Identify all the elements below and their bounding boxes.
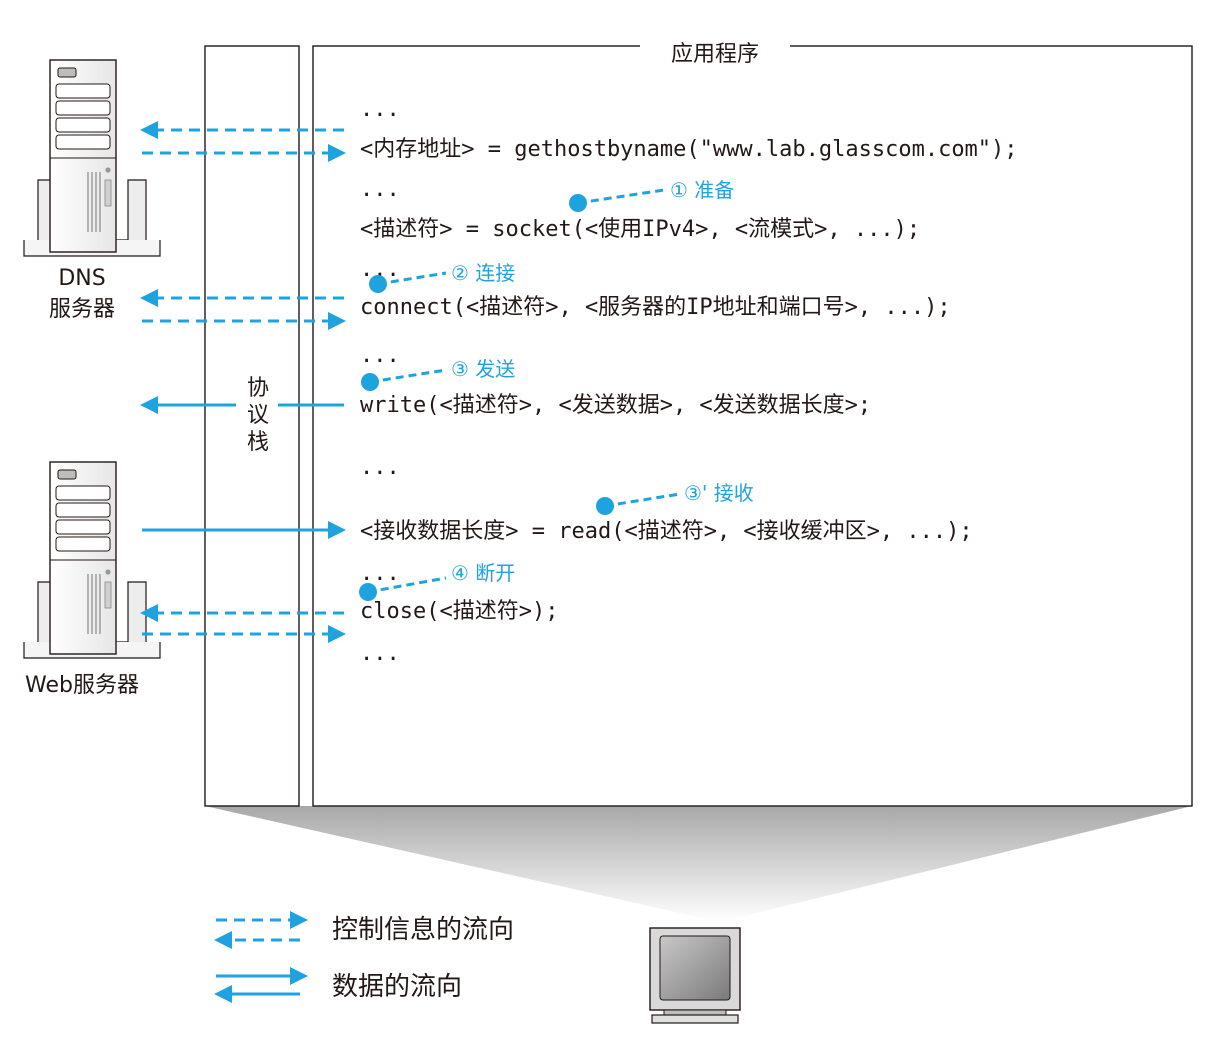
code-line-13: ... [360,641,400,666]
step-send: ③ 发送 [361,357,515,391]
step-receive: ③' 接收 [596,481,754,515]
code-line-9: ... [360,455,400,480]
code-line-3: ... [360,177,400,202]
step-prepare: ① 准备 [569,178,734,212]
step-connect-label: ② 连接 [451,261,515,285]
application-box [312,45,1193,807]
web-server-label: Web服务器 [25,673,139,698]
legend-control-flow-label: 控制信息的流向 [332,915,514,945]
code-line-1: ... [360,97,400,122]
step-connect: ② 连接 [369,261,515,293]
dns-server-icon [23,59,161,257]
dns-gethostbyname-arrows [140,121,346,162]
code-line-2: <内存地址> = gethostbyname("www.lab.glasscom… [360,137,1018,162]
protocol-stack-char-2: 议 [247,403,269,428]
code-line-12: close(<描述符>); [360,599,558,624]
web-server-icon [23,461,161,659]
code-line-7: ... [360,343,400,368]
code-line-11: ... [360,561,400,586]
code-line-10: <接收数据长度> = read(<描述符>, <接收缓冲区>, ...); [360,519,973,544]
dns-server-label-line-1: DNS [58,266,105,291]
code-line-4: <描述符> = socket(<使用IPv4>, <流模式>, ...); [360,217,920,242]
connect-control-arrows [140,289,346,330]
code-line-8: write(<描述符>, <发送数据>, <发送数据长度>; [360,393,871,418]
protocol-stack-char-1: 协 [247,376,269,401]
step-send-label: ③ 发送 [451,357,515,381]
write-data-arrow [140,396,344,414]
computer-monitor-icon [649,927,741,1024]
step-close: ④ 断开 [359,561,515,601]
legend-data-flow: 数据的流向 [214,967,462,1003]
protocol-stack-char-3: 栈 [247,430,269,455]
code-line-6: connect(<描述符>, <服务器的IP地址和端口号>, ...); [360,295,951,320]
application-title: 应用程序 [671,42,759,67]
step-close-label: ④ 断开 [451,561,515,585]
step-receive-label: ③' 接收 [684,481,754,505]
legend-control-flow: 控制信息的流向 [214,911,514,949]
close-control-arrows [140,604,346,643]
read-data-arrow [142,521,346,539]
step-prepare-label: ① 准备 [670,178,734,202]
dns-server-label-line-2: 服务器 [49,297,115,322]
projection-shade [205,806,1192,922]
legend-data-flow-label: 数据的流向 [332,972,462,1002]
